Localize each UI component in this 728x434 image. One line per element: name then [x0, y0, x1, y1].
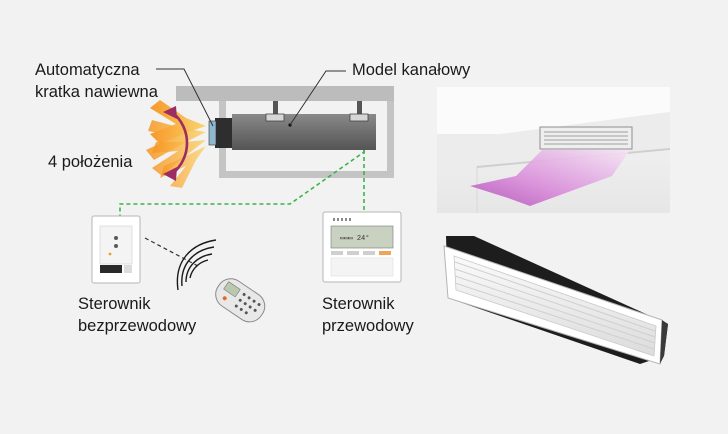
svg-text:▭▭▭ 24°: ▭▭▭ 24°	[340, 234, 369, 243]
supply-grille-icon	[443, 236, 668, 365]
wire-to-receiver	[119, 150, 365, 216]
label-positions: 4 położenia	[48, 153, 133, 171]
label-wired-line1: Sterownik	[322, 295, 395, 313]
label-wired-line2: przewodowy	[322, 317, 414, 335]
ceiling-slab	[176, 86, 394, 101]
hanger-bracket	[265, 113, 285, 122]
label-wireless-line1: Sterownik	[78, 295, 151, 313]
room-airflow-view	[437, 87, 670, 213]
label-wireless-line2: bezprzewodowy	[78, 317, 197, 335]
label-auto-grille-line2: kratka nawiewna	[35, 83, 158, 101]
purple-airflow-icon	[470, 150, 630, 206]
label-auto-grille-line1: Automatyczna	[35, 61, 140, 79]
duct-installation	[176, 86, 394, 178]
wired-controller-icon: ▭▭▭ 24°	[322, 211, 402, 283]
outlet-grille-icon	[215, 118, 232, 148]
ir-remote-icon	[215, 278, 266, 323]
label-duct-model: Model kanałowy	[352, 61, 471, 79]
wireless-receiver-icon	[91, 215, 141, 284]
airflow-arrows-icon	[146, 100, 206, 188]
hanger-bracket	[349, 113, 369, 122]
callout-line-duct	[289, 70, 346, 126]
swing-arrow-icon	[163, 106, 189, 181]
callout-line-grille	[156, 68, 214, 127]
infrared-signal-icon	[176, 239, 217, 291]
hanger-rod	[357, 101, 362, 115]
false-ceiling-floor	[219, 171, 394, 178]
ceiling-grille-slot	[539, 126, 633, 150]
ir-link-line	[144, 237, 199, 267]
hanger-rod	[273, 101, 278, 115]
